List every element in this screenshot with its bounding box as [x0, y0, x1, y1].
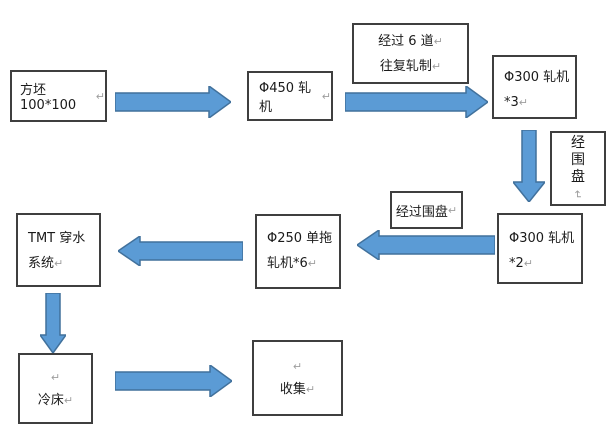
arrow-billet-to-mill450-right-icon[interactable]	[115, 86, 231, 118]
node-line: TMT 穿水	[28, 231, 86, 246]
paragraph-mark: ↵	[321, 89, 331, 103]
node-mill250-single-drag[interactable]: Φ250 单拖 轧机*6↵	[255, 214, 341, 289]
paragraph-mark: ↵	[95, 89, 105, 103]
node-mill450[interactable]: Φ450 轧机 ↵	[247, 71, 333, 121]
arrow-mill450-to-mill300x3-right-icon[interactable]	[345, 86, 488, 118]
arrow-tmt-to-coolingbed-down-icon[interactable]	[40, 293, 66, 353]
node-line: Φ300 轧机	[509, 231, 575, 246]
node-line: *3↵	[504, 95, 528, 110]
node-line: ↵	[51, 366, 60, 389]
node-line: Φ250 单拖	[267, 231, 333, 246]
paragraph-mark: ↵	[50, 370, 61, 384]
node-collect[interactable]: ↵ 收集↵	[252, 340, 343, 416]
vertical-char: 经	[571, 134, 585, 151]
paragraph-mark: ↵	[431, 59, 442, 73]
note-line: 经过 6 道↵	[378, 33, 443, 49]
paragraph-mark: ↵	[447, 203, 458, 217]
node-line: 系统↵	[28, 256, 64, 271]
vertical-char: 盘	[571, 168, 585, 185]
node-billet[interactable]: 方坯 100*100 ↵	[10, 70, 107, 122]
node-line: 冷床↵	[37, 392, 74, 408]
node-line: Φ300 轧机	[504, 70, 570, 85]
node-line: *2↵	[509, 256, 533, 271]
node-line: 收集↵	[279, 382, 316, 397]
node-note-six-passes[interactable]: 经过 6 道↵ 往复轧制↵	[352, 23, 469, 84]
node-mill300-x2[interactable]: Φ300 轧机 *2↵	[497, 213, 583, 284]
paragraph-mark: ↵	[54, 257, 64, 270]
node-mill450-label: Φ450 轧机	[259, 81, 312, 115]
node-tmt-quench-system[interactable]: TMT 穿水 系统↵	[16, 213, 101, 287]
paragraph-mark: ↵	[523, 257, 533, 270]
vertical-char: 围	[571, 151, 585, 168]
paragraph-mark: ↵	[307, 257, 317, 270]
node-note-via-loop[interactable]: 经过围盘↵	[390, 191, 463, 229]
arrow-mill250-to-tmt-left-icon[interactable]	[118, 236, 243, 266]
node-billet-label: 方坯 100*100	[20, 83, 77, 113]
arrow-mill300x3-to-mill300x2-down-icon[interactable]	[513, 130, 545, 202]
arrow-coolingbed-to-collect-right-icon[interactable]	[115, 365, 232, 397]
paragraph-mark: ↵	[571, 189, 585, 199]
node-cooling-bed[interactable]: ↵ 冷床↵	[18, 353, 93, 424]
paragraph-mark: ↵	[305, 383, 316, 396]
paragraph-mark: ↵	[518, 96, 528, 109]
node-note-via-loop-vertical[interactable]: 经 围 盘 ↵	[550, 131, 606, 206]
node-line: ↵	[293, 355, 302, 378]
paragraph-mark: ↵	[292, 360, 303, 373]
note-line: 往复轧制↵	[379, 58, 442, 74]
node-line: 轧机*6↵	[267, 256, 317, 271]
arrow-mill300x2-to-mill250-left-icon[interactable]	[357, 230, 495, 260]
note-label: 经过围盘	[395, 204, 448, 220]
node-mill300-x3[interactable]: Φ300 轧机 *3↵	[492, 55, 577, 119]
paragraph-mark: ↵	[63, 393, 74, 407]
paragraph-mark: ↵	[433, 34, 443, 48]
